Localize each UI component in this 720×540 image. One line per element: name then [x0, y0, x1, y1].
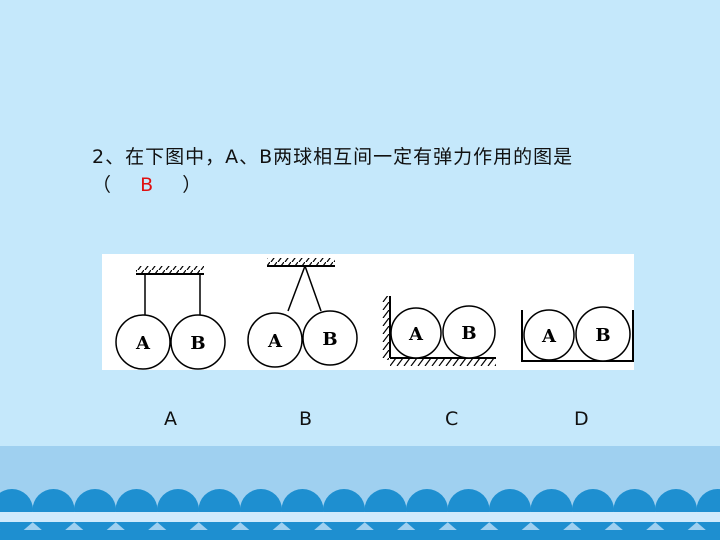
figure-label-a: A: [164, 408, 177, 430]
figure-d-diagram: A B: [521, 306, 634, 362]
ball-b-right-label: B: [322, 329, 337, 350]
figure-a-diagram: A B: [115, 266, 226, 370]
wave-decoration: [0, 489, 720, 540]
figure-label-c: C: [445, 408, 459, 430]
floor-c: [390, 357, 496, 366]
ball-d-right-label: B: [595, 325, 610, 346]
ball-d-right: [575, 306, 631, 362]
ball-a-right-label: B: [190, 333, 205, 354]
question-text: 2、在下图中，A、B两球相互间一定有弹力作用的图是 （ B ）: [92, 143, 692, 199]
ball-b-left: [247, 312, 303, 368]
wave-stripe: [0, 512, 720, 522]
ball-c-right: [442, 305, 496, 359]
figure-label-b: B: [299, 408, 313, 430]
ceiling-a: [136, 266, 204, 275]
question-prefix: 2、在下图中，A、B两球相互间一定有弹力作用的图是: [92, 146, 574, 168]
wall-c: [382, 296, 391, 360]
ceiling-b: [267, 258, 335, 267]
figure-label-d: D: [574, 408, 589, 430]
ball-diagrams: A B A B: [115, 258, 634, 370]
figure-c-diagram: A B: [382, 296, 496, 366]
figure-panel: A B A B: [102, 254, 634, 370]
answer-text: B: [140, 174, 155, 196]
ball-b-left-label: A: [267, 331, 283, 352]
ball-c-left: [390, 307, 442, 359]
ball-a-left: [115, 314, 171, 370]
ball-c-right-label: B: [461, 323, 476, 344]
ball-d-left: [523, 309, 575, 361]
ball-a-right: [170, 314, 226, 370]
box-d: [521, 310, 634, 362]
ball-b-right: [302, 310, 358, 366]
figure-b-diagram: A B: [247, 258, 358, 368]
wave-base: [0, 530, 720, 540]
close-paren: ）: [182, 174, 203, 196]
open-paren: （: [92, 174, 113, 196]
wave-footer: [0, 446, 720, 540]
ball-d-left-label: A: [541, 326, 557, 347]
ball-c-left-label: A: [408, 324, 424, 345]
ball-a-left-label: A: [135, 333, 151, 354]
